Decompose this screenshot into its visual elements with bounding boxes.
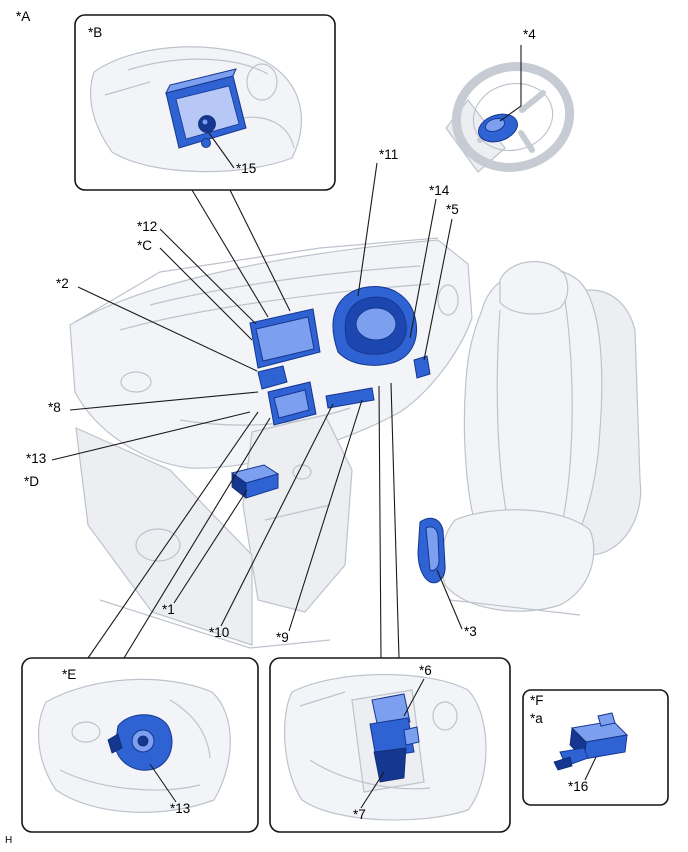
callout-label-b: *B (88, 25, 103, 40)
callout-label-15: *15 (236, 161, 257, 176)
detail-mid-illustration (284, 673, 487, 821)
callout-label-16: *16 (568, 779, 589, 794)
callout-label-3: *3 (464, 624, 477, 639)
callout-label-d: *D (24, 474, 40, 489)
column-strip-component (325, 387, 375, 409)
callout-label-7: *7 (353, 807, 366, 822)
callout-label-5: *5 (446, 202, 459, 217)
callout-label-1: *1 (162, 602, 175, 617)
main-components (230, 286, 446, 584)
steering-wheel-illustration (445, 62, 575, 173)
detail-b-illustration (89, 46, 303, 173)
callout-label-f: *F (530, 693, 544, 708)
callout-label-8: *8 (48, 400, 61, 415)
callout-lines-detail (149, 132, 597, 809)
small-bracket-component (257, 365, 288, 390)
detail-f-illustration (553, 712, 629, 771)
detail-e-illustration (37, 678, 231, 813)
callout-label-a-lower: *a (530, 711, 543, 726)
footer-mark: H (5, 835, 13, 846)
callout-label-13b: *13 (170, 801, 191, 816)
callout-label-9: *9 (276, 630, 289, 645)
callout-label-14: *14 (429, 183, 450, 198)
callout-label-a-upper: *A (16, 9, 31, 24)
callout-label-10: *10 (209, 625, 230, 640)
small-sensor-component (413, 355, 431, 379)
callout-label-4: *4 (523, 27, 536, 42)
callout-label-12: *12 (137, 219, 158, 234)
callout-label-c: *C (137, 238, 153, 253)
callout-lines-main (51, 45, 522, 659)
callout-label-6: *6 (419, 663, 432, 678)
callout-label-2: *2 (56, 276, 69, 291)
callout-label-11: *11 (379, 147, 399, 162)
callout-label-13: *13 (26, 451, 47, 466)
callout-label-e: *E (62, 667, 77, 682)
